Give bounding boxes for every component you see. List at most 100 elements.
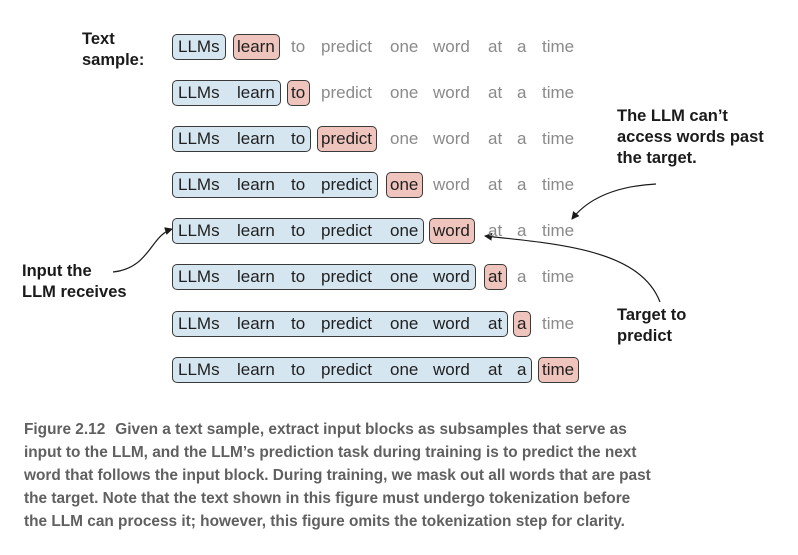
target-word: predict [321, 129, 373, 148]
input-block-box [172, 34, 226, 60]
input-word: learn [237, 221, 275, 240]
masked-word: predict [321, 37, 373, 56]
caption-line: word that follows the input block. Durin… [24, 467, 651, 484]
input-word: LLMs [178, 360, 220, 379]
masked-word: at [488, 83, 503, 102]
masked-word: predict [321, 83, 373, 102]
masked-word: a [517, 37, 527, 56]
input-word: to [291, 221, 306, 240]
target-word: one [390, 175, 419, 194]
masked-word: a [517, 175, 527, 194]
input-word: predict [321, 267, 373, 286]
input-word: learn [237, 83, 275, 102]
next-word-prediction-diagram: Text sample: The LLM can’t access words … [0, 30, 798, 383]
input-word: predict [321, 314, 373, 333]
input-word: LLMs [178, 37, 220, 56]
masked-word: at [488, 129, 503, 148]
input-word: learn [237, 360, 275, 379]
arrow-llm-cant-access [571, 183, 657, 220]
target-word: at [488, 267, 503, 286]
masked-word: one [390, 129, 419, 148]
masked-word: a [517, 221, 527, 240]
input-word: predict [321, 360, 373, 379]
caption-line: the target. Note that the text shown in … [24, 490, 631, 507]
input-word: one [390, 221, 419, 240]
input-word: word [433, 314, 470, 333]
input-word: LLMs [178, 221, 220, 240]
input-word: learn [237, 314, 275, 333]
target-word: learn [237, 37, 275, 56]
target-word-box [287, 80, 311, 106]
input-block-box [172, 264, 476, 290]
input-word: at [488, 360, 503, 379]
input-word: predict [321, 175, 373, 194]
masked-word: to [291, 37, 306, 56]
masked-word: time [542, 221, 575, 240]
input-block-box [172, 126, 312, 152]
caption-line: Given a text sample, extract input block… [115, 421, 627, 438]
masked-word: one [390, 37, 419, 56]
target-word-box [538, 357, 580, 383]
caption-line: the LLM can process it; however, this fi… [24, 513, 625, 530]
masked-word: time [542, 314, 575, 333]
text-sample-label: Text sample: [82, 30, 145, 69]
input-word: one [390, 314, 419, 333]
input-word: to [291, 129, 306, 148]
masked-word: one [390, 83, 419, 102]
masked-word: time [542, 83, 575, 102]
masked-word: word [433, 175, 470, 194]
target-word: a [517, 314, 527, 333]
target-word: time [542, 360, 575, 379]
masked-word: time [542, 37, 575, 56]
llm-cant-access-label: The LLM can’t access words past the targ… [617, 107, 764, 167]
masked-word: time [542, 129, 575, 148]
arrow-input-block [112, 227, 173, 273]
figure-caption: Figure 2.12 Given a text sample, extract … [24, 418, 784, 533]
masked-word: word [433, 83, 470, 102]
input-word: one [390, 267, 419, 286]
input-block-box [172, 80, 281, 106]
input-word: learn [237, 175, 275, 194]
input-word: to [291, 314, 306, 333]
target-to-predict-label: Target to predict [617, 306, 687, 345]
masked-word: word [433, 37, 470, 56]
target-word-box [386, 172, 424, 198]
input-word: to [291, 175, 306, 194]
input-llm-receives-label: Input the LLM receives [22, 262, 127, 301]
input-word: to [291, 267, 306, 286]
input-block-box [172, 357, 533, 383]
masked-word: at [488, 37, 503, 56]
input-word: LLMs [178, 129, 220, 148]
target-word-box [429, 218, 475, 244]
masked-word: at [488, 221, 503, 240]
masked-word: at [488, 175, 503, 194]
input-block-box [172, 218, 425, 244]
input-word: learn [237, 267, 275, 286]
input-word: to [291, 360, 306, 379]
input-block-box [172, 172, 379, 198]
masked-word: a [517, 129, 527, 148]
input-word: learn [237, 129, 275, 148]
input-word: predict [321, 221, 373, 240]
masked-word: a [517, 267, 527, 286]
masked-word: time [542, 175, 575, 194]
input-word: word [433, 360, 470, 379]
caption-line: input to the LLM, and the LLM’s predicti… [24, 444, 637, 461]
figure-number: Figure 2.12 [24, 421, 106, 438]
masked-word: word [433, 129, 470, 148]
input-word: word [433, 267, 470, 286]
input-word: at [488, 314, 503, 333]
input-word: a [517, 360, 527, 379]
input-block-box [172, 311, 509, 337]
input-word: LLMs [178, 83, 220, 102]
target-word: to [291, 83, 306, 102]
masked-word: a [517, 83, 527, 102]
